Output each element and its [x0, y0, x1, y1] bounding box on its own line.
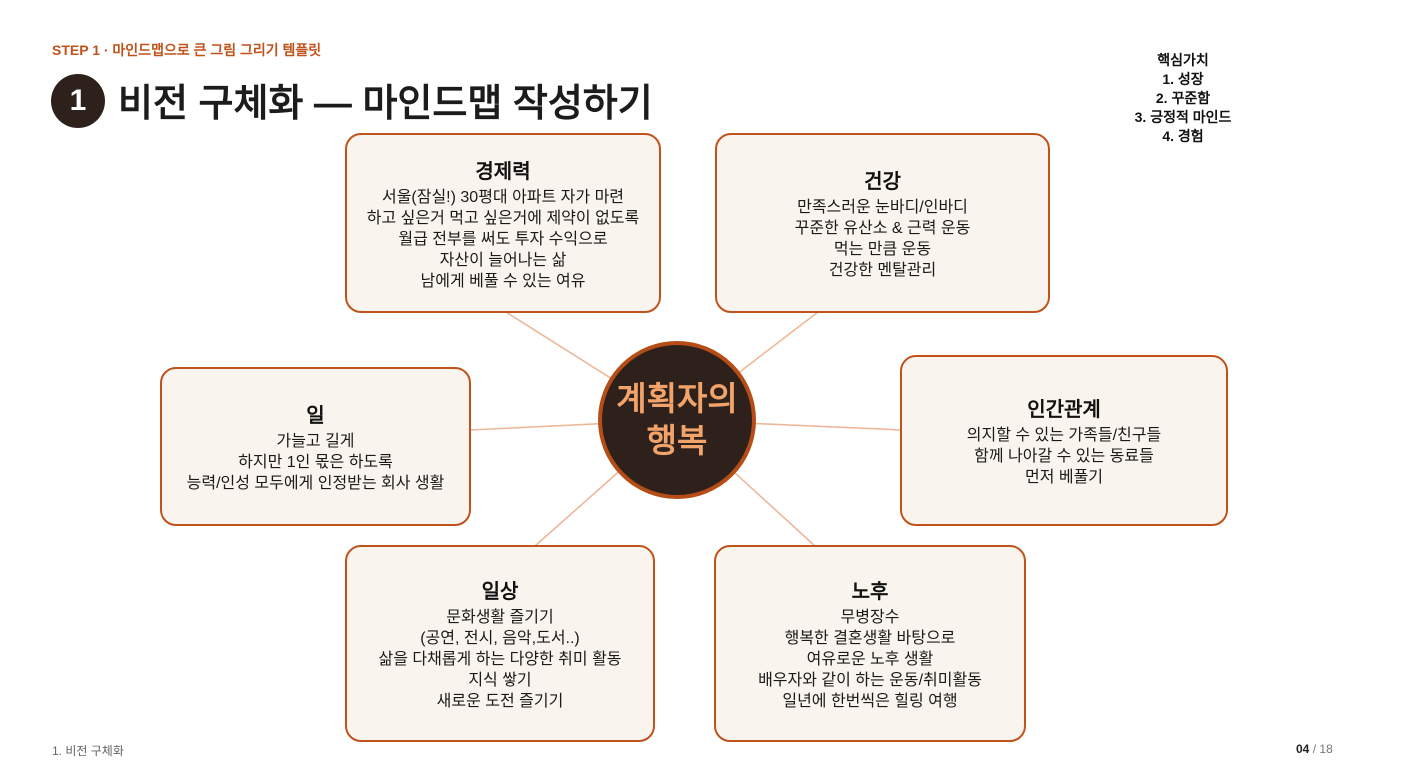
core-value-item: 2. 꾸준함: [1155, 90, 1211, 106]
node-line: 하지만 1인 몫은 하도록: [238, 454, 393, 471]
node-line: 먼저 베풀기: [1024, 469, 1104, 486]
node-relations: 인간관계 의지할 수 있는 가족들/친구들 함께 나아갈 수 있는 동료들 먼저…: [900, 355, 1228, 526]
node-economy-title: 경제력: [475, 160, 531, 183]
page-separator: /: [1312, 742, 1317, 756]
page-total: 18: [1319, 742, 1333, 756]
node-line: 새로운 도전 즐기기: [436, 693, 564, 710]
node-line: 꾸준한 유산소 & 근력 운동: [794, 220, 971, 237]
node-daily: 일상 문화생활 즐기기 (공연, 전시, 음악,도서..) 삶을 다채롭게 하는…: [345, 545, 655, 742]
node-line: 무병장수: [840, 609, 900, 626]
node-line: 의지할 수 있는 가족들/친구들: [966, 427, 1162, 444]
core-value-item: 3. 긍정적 마인드: [1134, 109, 1232, 125]
node-line: 능력/인성 모두에게 인정받는 회사 생활: [186, 475, 445, 492]
node-line: (공연, 전시, 음악,도서..): [420, 630, 580, 647]
node-retirement-title: 노후: [851, 581, 889, 603]
center-node-text: 계획자의 행복: [616, 380, 738, 459]
page-title: 비전 구체화 — 마인드맵 작성하기: [118, 83, 653, 125]
page-indicator: 04 / 18: [1296, 742, 1333, 756]
node-line: 자산이 늘어나는 삶: [439, 251, 567, 269]
core-values: 핵심가치 1. 성장 2. 꾸준함 3. 긍정적 마인드 4. 경험: [1108, 51, 1258, 146]
node-line: 하고 싶은거 먹고 싶은거에 제약이 없도록: [366, 209, 640, 227]
node-line: 일년에 한번씩은 힐링 여행: [782, 693, 958, 710]
step-number-badge: 1: [51, 74, 105, 128]
node-line: 남에게 베풀 수 있는 여유: [420, 272, 586, 290]
node-line: 삶을 다채롭게 하는 다양한 취미 활동: [378, 651, 622, 668]
node-line: 여유로운 노후 생활: [806, 651, 934, 668]
footer-section-label: 1. 비전 구체화: [52, 744, 124, 758]
node-line: 건강한 멘탈관리: [828, 262, 937, 279]
node-line: 행복한 결혼생활 바탕으로: [784, 630, 956, 647]
node-health: 건강 만족스러운 눈바디/인바디 꾸준한 유산소 & 근력 운동 먹는 만큼 운…: [715, 133, 1050, 313]
node-health-title: 건강: [864, 171, 901, 193]
node-line: 서울(잠실!) 30평대 아파트 자가 마련: [381, 188, 625, 206]
center-node: 계획자의 행복: [598, 341, 756, 499]
node-line: 가늘고 길게: [276, 433, 355, 450]
step-label: STEP 1 · 마인드맵으로 큰 그림 그리기 템플릿: [52, 42, 322, 58]
page-current: 04: [1296, 742, 1310, 756]
node-line: 먹는 만큼 운동: [833, 241, 932, 258]
core-values-heading: 핵심가치: [1157, 52, 1209, 68]
node-work-title: 일: [306, 405, 325, 427]
core-value-item: 4. 경험: [1162, 128, 1204, 144]
node-line: 지식 쌓기: [468, 672, 532, 689]
node-economy: 경제력 서울(잠실!) 30평대 아파트 자가 마련 하고 싶은거 먹고 싶은거…: [345, 133, 661, 313]
node-line: 만족스러운 눈바디/인바디: [797, 199, 968, 216]
node-line: 월급 전부를 써도 투자 수익으로: [398, 230, 608, 248]
node-line: 문화생활 즐기기: [446, 609, 554, 626]
core-value-item: 1. 성장: [1162, 71, 1204, 87]
node-work: 일 가늘고 길게 하지만 1인 몫은 하도록 능력/인성 모두에게 인정받는 회…: [160, 367, 471, 526]
node-line: 함께 나아갈 수 있는 동료들: [974, 448, 1154, 465]
node-retirement: 노후 무병장수 행복한 결혼생활 바탕으로 여유로운 노후 생활 배우자와 같이…: [714, 545, 1026, 742]
node-daily-title: 일상: [481, 581, 519, 603]
node-relations-title: 인간관계: [1027, 399, 1101, 421]
node-line: 배우자와 같이 하는 운동/취미활동: [758, 672, 982, 689]
